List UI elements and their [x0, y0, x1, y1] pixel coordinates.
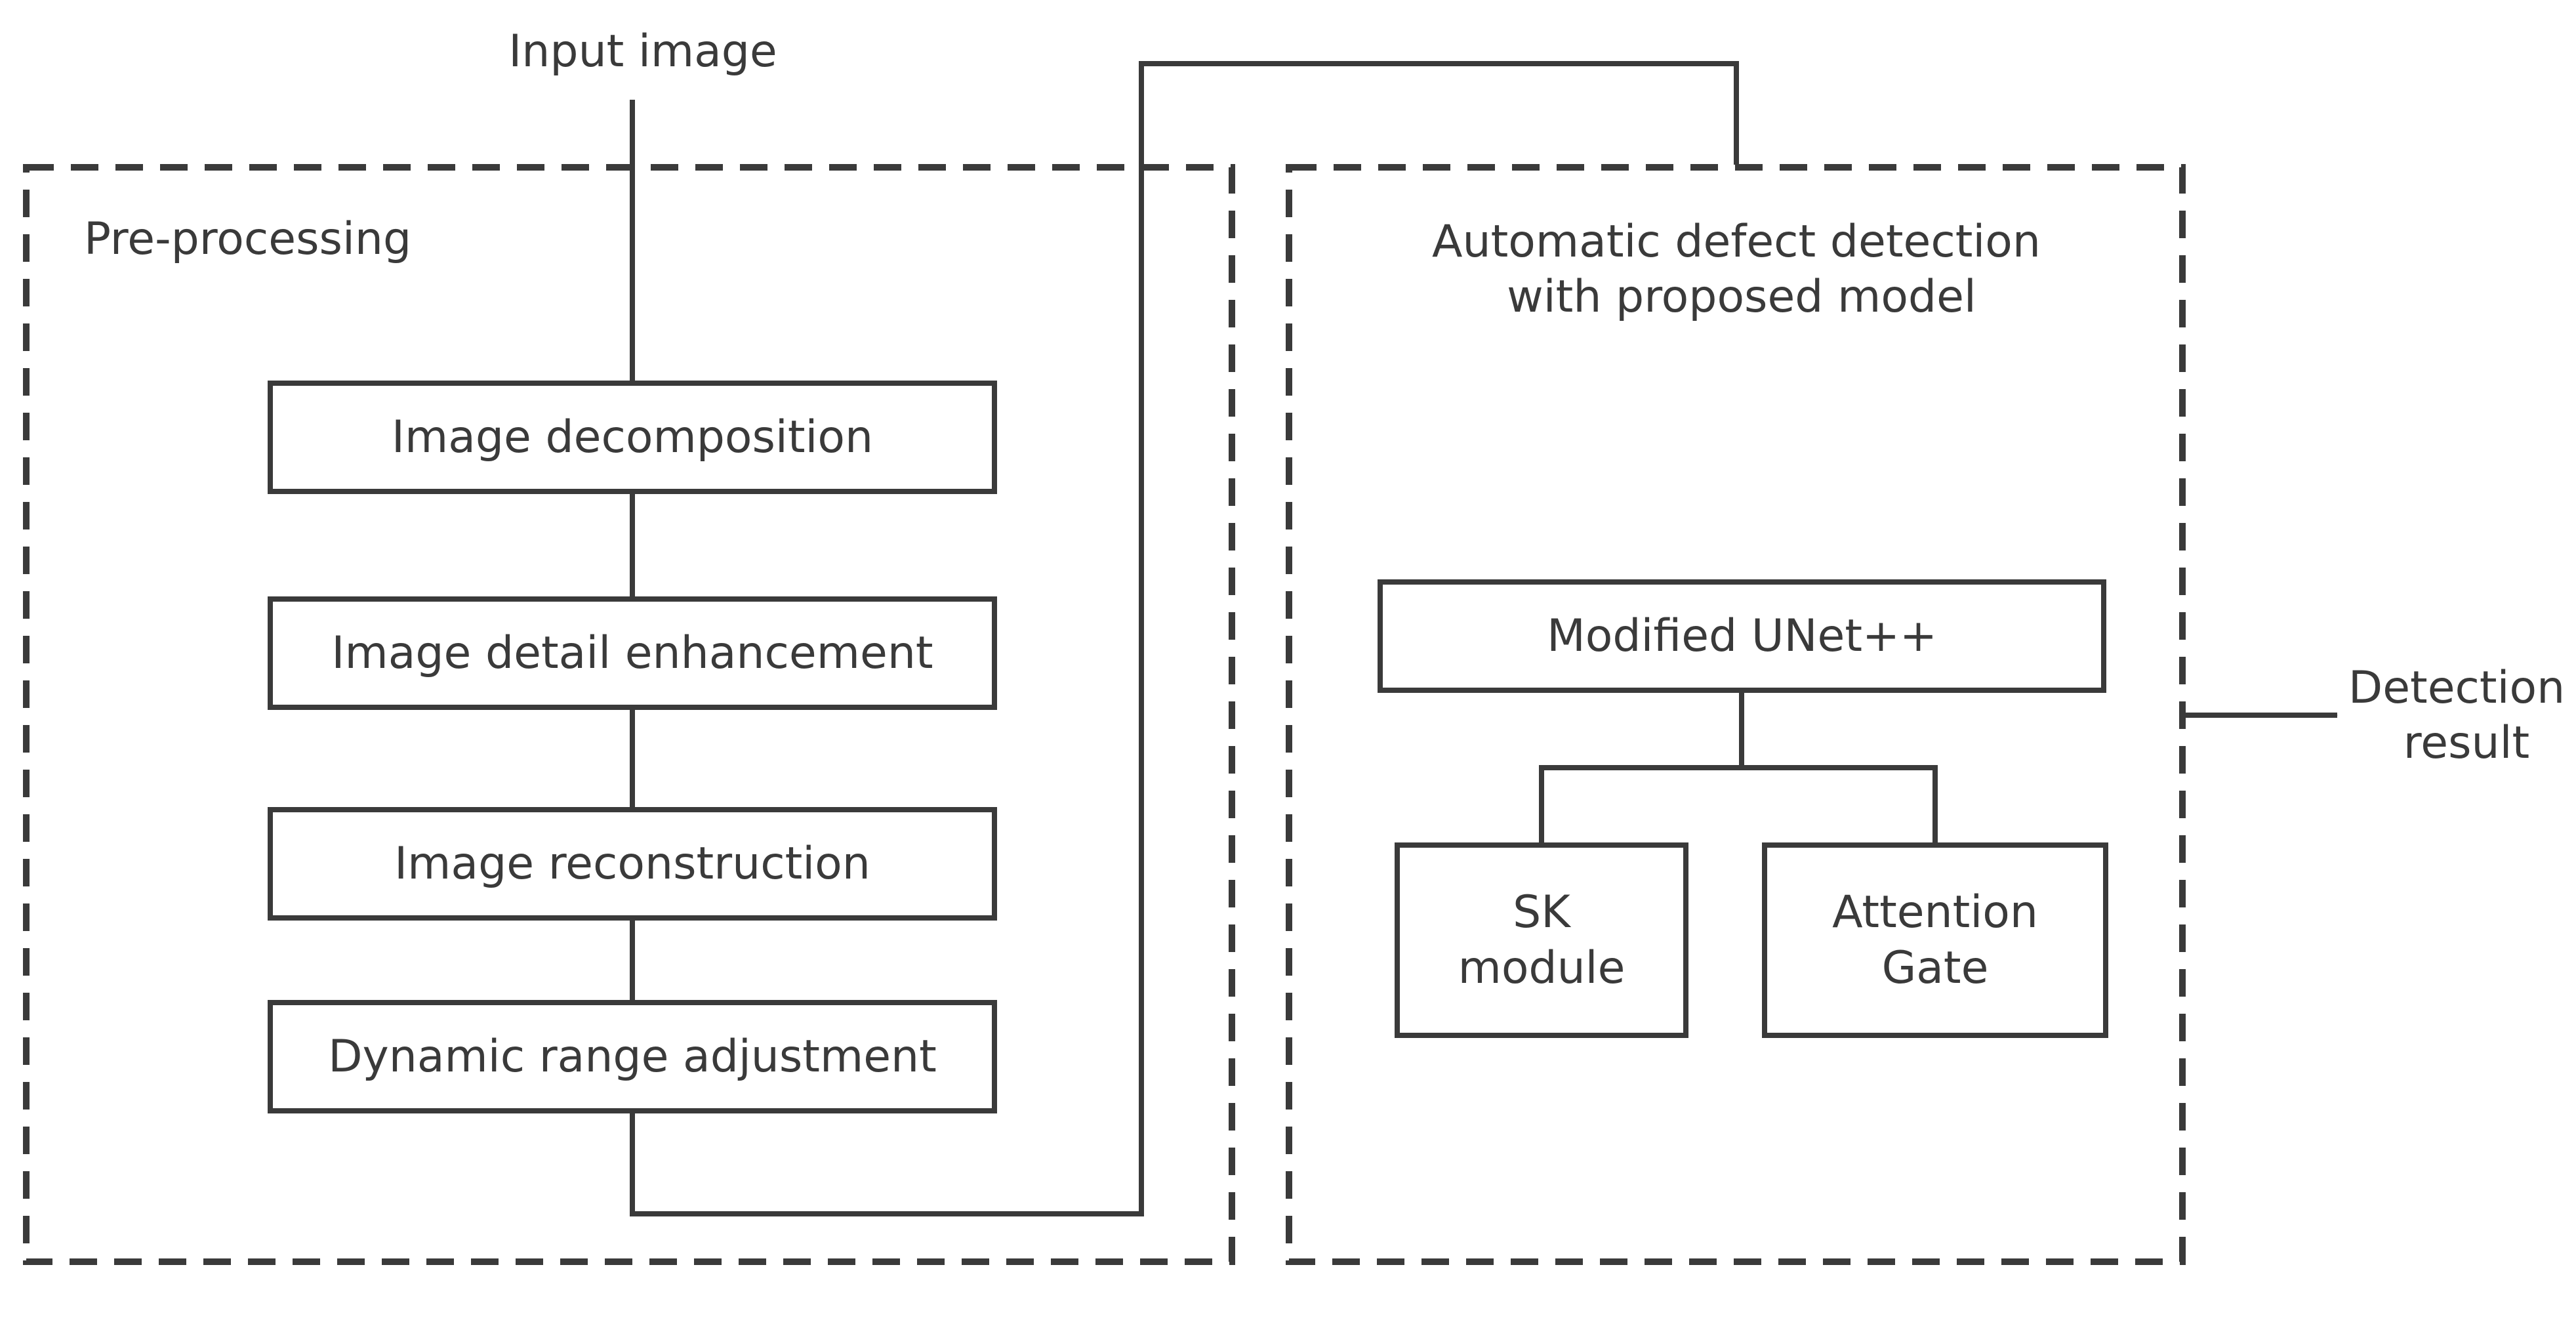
- preprocessing-group: [23, 164, 1235, 1265]
- attention-gate-box: [1762, 842, 2108, 1038]
- model-box: [1378, 579, 2106, 693]
- attention-gate-label: Attention Gate: [1765, 845, 2106, 1035]
- detection-group: [1286, 164, 2186, 1265]
- sk-module-box: [1395, 842, 1688, 1038]
- model-label: Modified UNet++: [1547, 610, 1937, 662]
- attention-gate-line2: Gate: [1881, 942, 1989, 994]
- step-box-reconstruction: [268, 807, 997, 921]
- step-box-dynamic-range: [268, 1000, 997, 1113]
- detection-result-line1: Detection: [2348, 662, 2566, 714]
- attention-gate-line1: Attention: [1832, 886, 2038, 938]
- input-image-label: Input image: [508, 26, 777, 77]
- step-label-decomposition: Image decomposition: [391, 411, 874, 463]
- arrow-preprocessing-to-detection: [630, 61, 1739, 1216]
- connector-sk-to-model: [1539, 765, 1938, 845]
- step-box-decomposition: [268, 381, 997, 494]
- sk-module-line1: SK: [1513, 886, 1570, 938]
- detection-result-line2: result: [2403, 717, 2530, 769]
- detection-title-line2: with proposed model: [1507, 271, 1976, 323]
- detection-title-line1: Automatic defect detection: [1432, 216, 2041, 268]
- sk-module-label: SK module: [1397, 845, 1686, 1035]
- preprocessing-title: Pre-processing: [84, 213, 412, 265]
- step-label-detail-enhancement: Image detail enhancement: [331, 627, 933, 679]
- step-label-reconstruction: Image reconstruction: [394, 838, 870, 890]
- step-label-dynamic-range: Dynamic range adjustment: [328, 1031, 937, 1083]
- step-box-detail-enhancement: [268, 596, 997, 710]
- sk-module-line2: module: [1458, 942, 1625, 994]
